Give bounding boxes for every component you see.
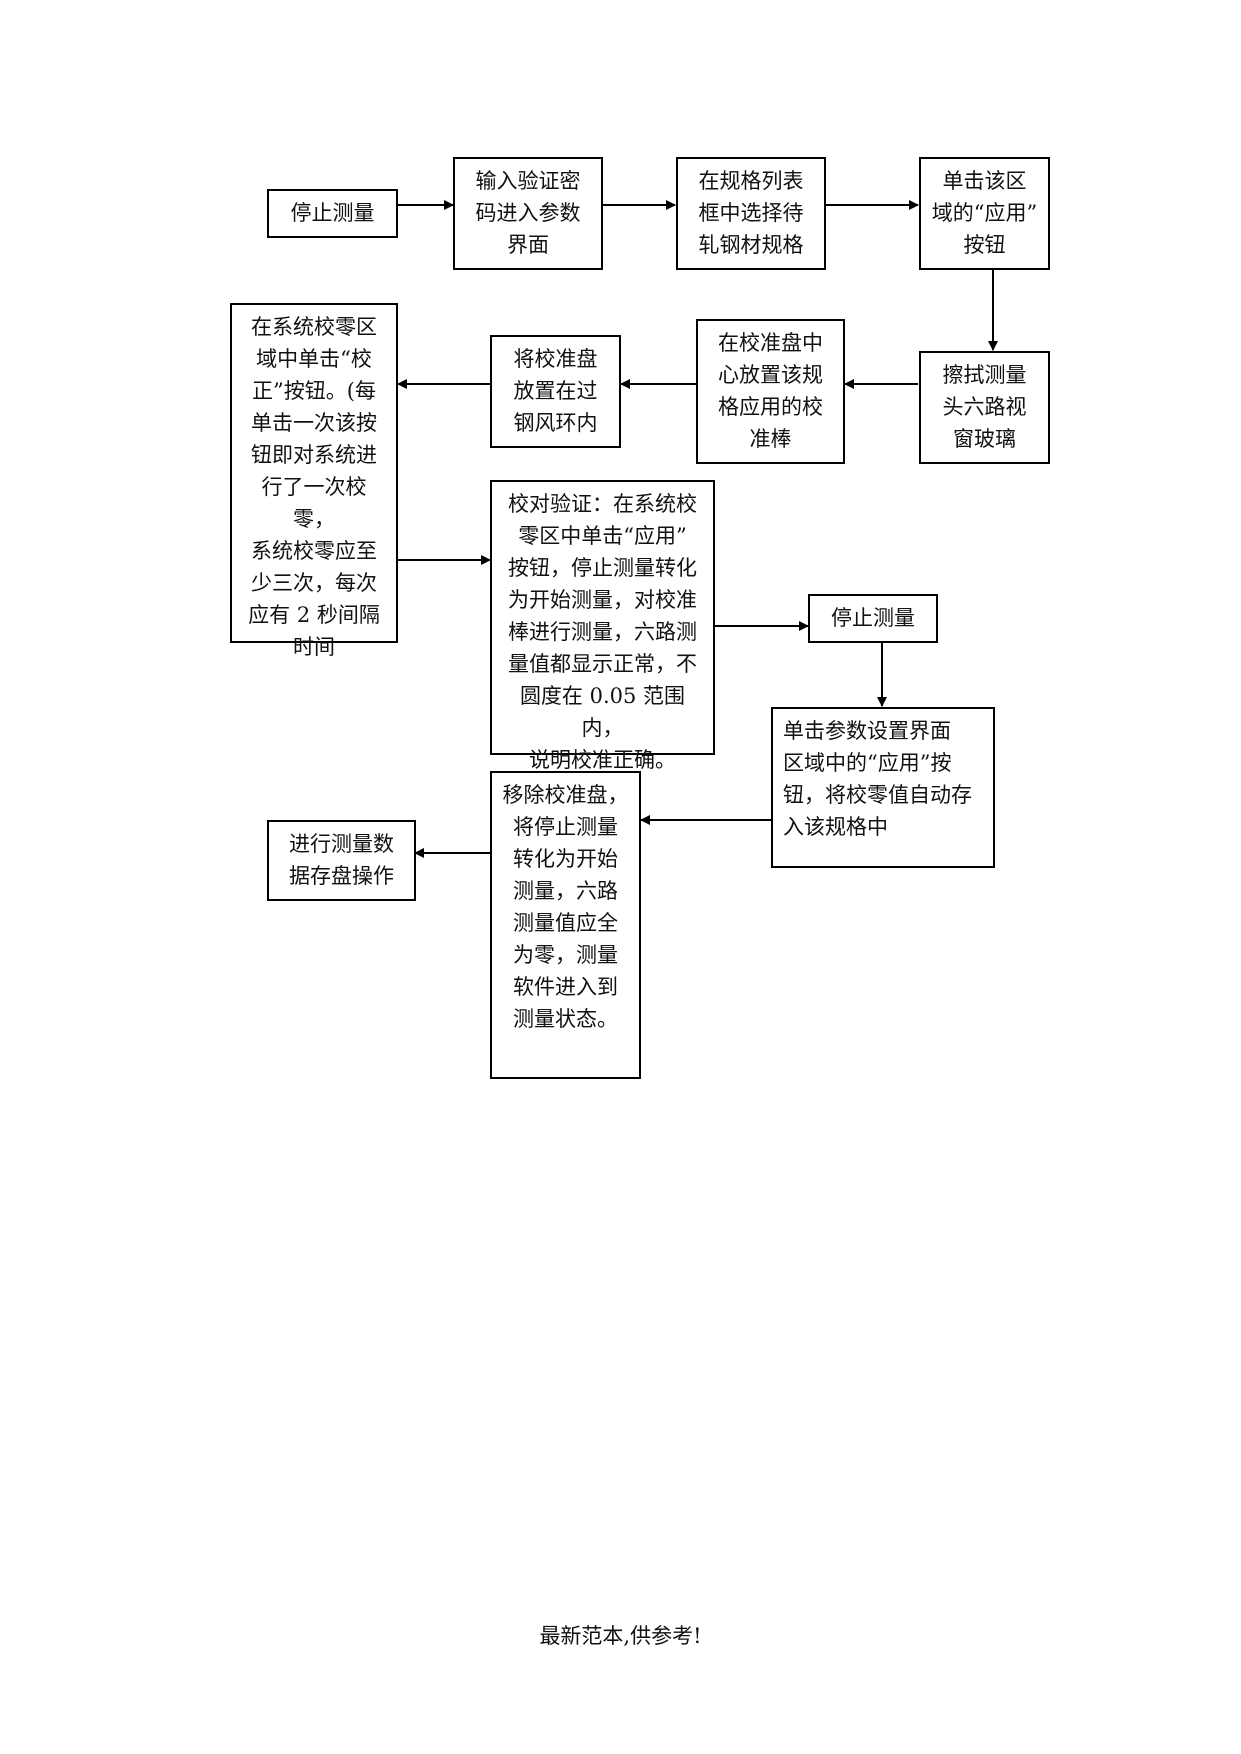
- step-stop-measure-1: 停止测量: [267, 189, 398, 238]
- step-save-data: 进行测量数 据存盘操作: [267, 820, 416, 901]
- step-save-zero: 单击参数设置界面 区域中的“应用”按 钮，将校零值自动存 入该规格中: [771, 707, 995, 868]
- step-place-disc: 将校准盘 放置在过 钢风环内: [490, 335, 621, 448]
- step-stop-measure-2: 停止测量: [808, 594, 938, 643]
- step-wipe-glass: 擦拭测量 头六路视 窗玻璃: [919, 351, 1050, 464]
- step-enter-password: 输入验证密 码进入参数 界面: [453, 157, 603, 270]
- step-click-apply-region: 单击该区 域的“应用” 按钮: [919, 157, 1050, 270]
- step-remove-disc: 移除校准盘， 将停止测量 转化为开始 测量，六路 测量值应全 为零，测量 软件进…: [490, 771, 641, 1079]
- step-zero-calibration: 在系统校零区 域中单击“校 正”按钮。(每 单击一次该按 钮即对系统进 行了一次…: [230, 303, 398, 659]
- step-verify: 校对验证：在系统校 零区中单击“应用” 按钮，停止测量转化 为开始测量，对校准 …: [490, 480, 715, 772]
- step-select-spec: 在规格列表 框中选择待 轧钢材规格: [676, 157, 826, 270]
- footer-note: 最新范本,供参考!: [539, 1624, 702, 1648]
- step-place-rod: 在校准盘中 心放置该规 格应用的校 准棒: [696, 319, 845, 464]
